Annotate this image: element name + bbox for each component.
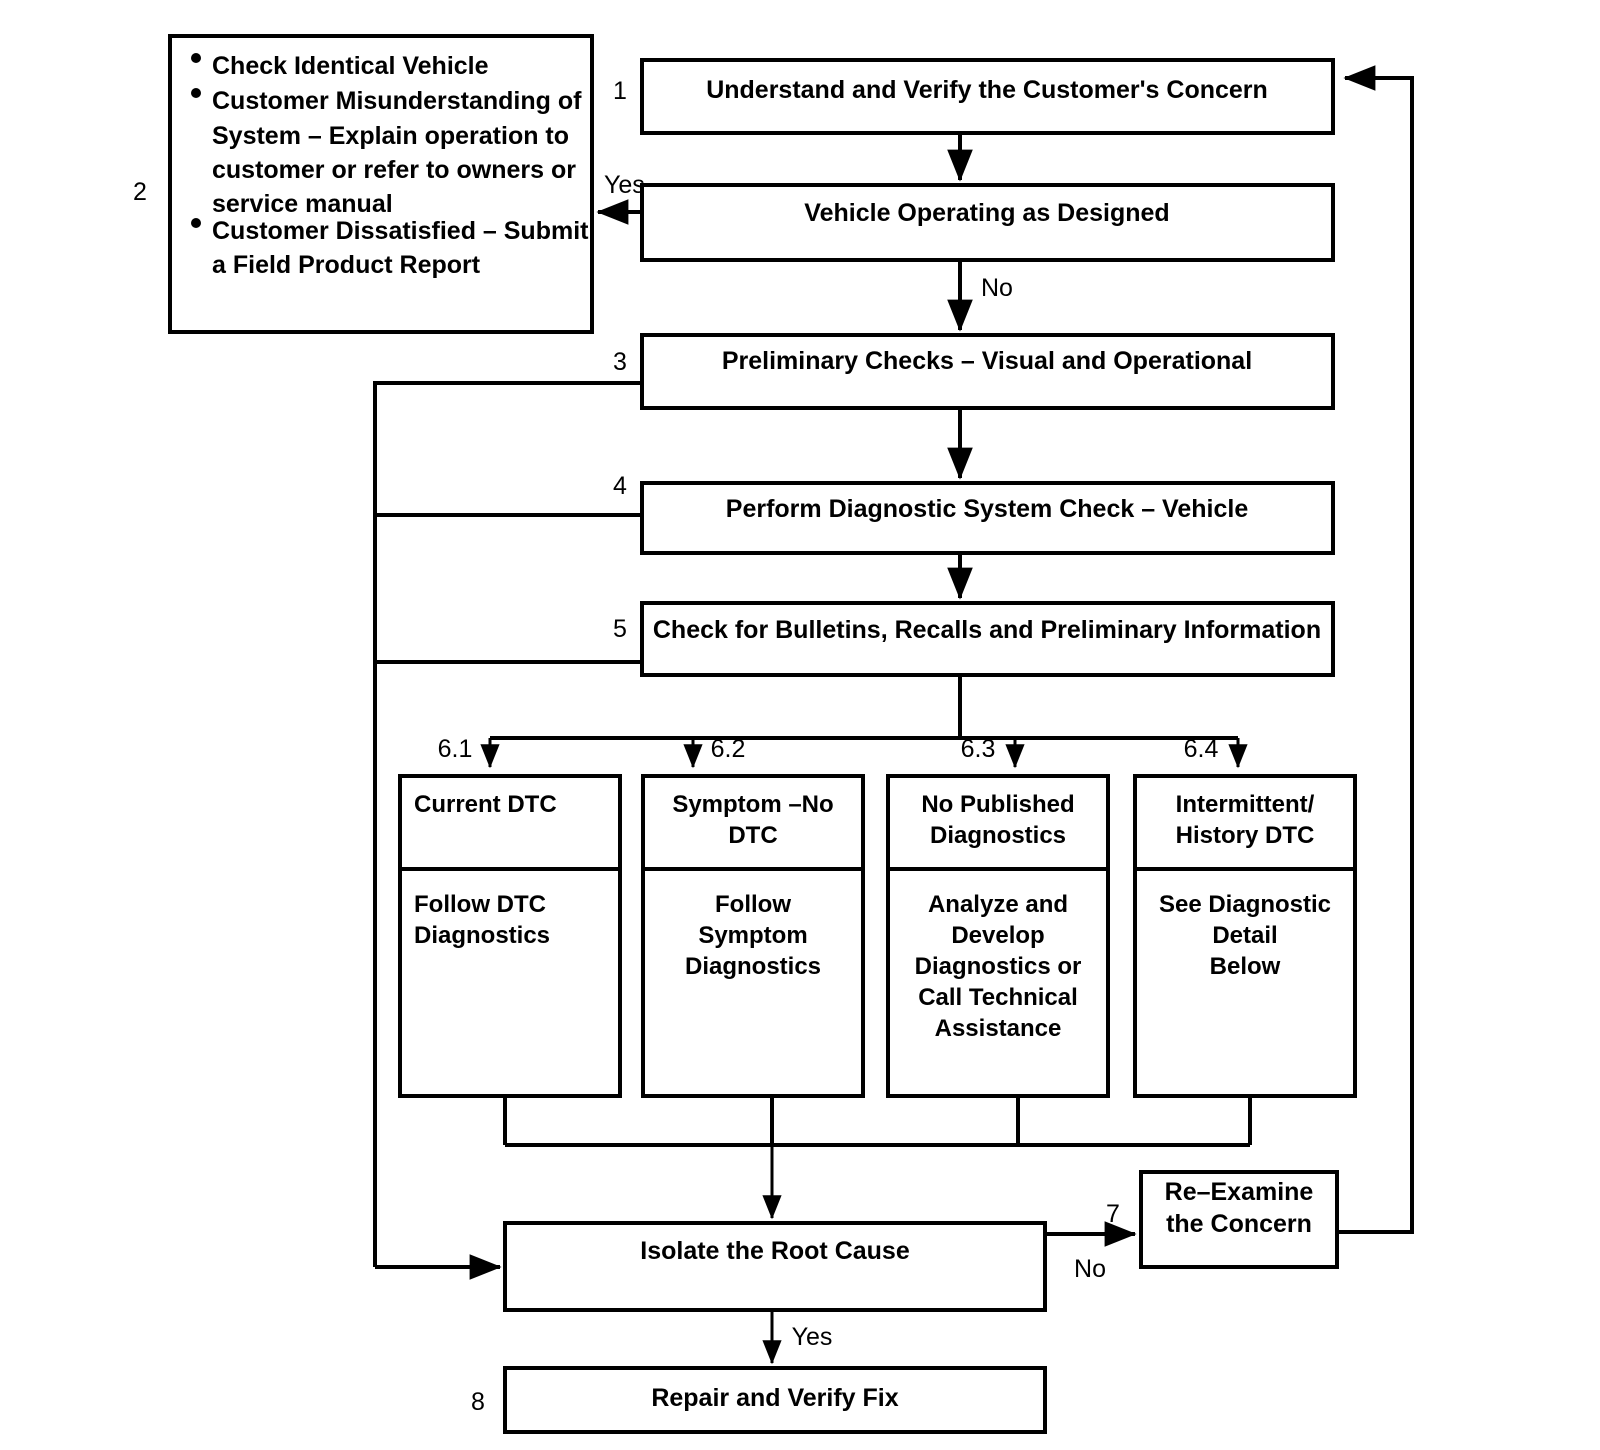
- branch-6-2-body-line: Diagnostics: [685, 953, 821, 980]
- edge-label-no-isolate: No: [1074, 1255, 1106, 1283]
- branch-6-3-body-line: Assistance: [935, 1015, 1062, 1042]
- step-7-number: 7: [1106, 1200, 1120, 1228]
- branch-6-1-number: 6.1: [438, 735, 473, 763]
- branch-6-1-title-line: Current DTC: [414, 791, 557, 818]
- branch-6-3-number: 6.3: [961, 735, 996, 763]
- note-bullet-line: Check Identical Vehicle: [212, 52, 489, 80]
- step-1-number: 1: [613, 77, 627, 105]
- edge-label-yes-isolate: Yes: [792, 1323, 833, 1351]
- branch-6-2-body-line: Symptom: [698, 922, 807, 949]
- branch-6-2-body-line: Follow: [715, 891, 791, 918]
- step-1-label: Understand and Verify the Customer's Con…: [706, 76, 1268, 104]
- note-box: [168, 34, 594, 334]
- step-5-number: 5: [613, 615, 627, 643]
- step-5-label: Check for Bulletins, Recalls and Prelimi…: [653, 616, 1321, 644]
- step-4-box: [640, 481, 1335, 555]
- branch-6-3-body-line: Develop: [951, 922, 1044, 949]
- isolate-root-cause-label: Isolate the Root Cause: [640, 1237, 910, 1265]
- note-bullet-line: customer or refer to owners or: [212, 156, 576, 184]
- step-8-number: 8: [471, 1388, 485, 1416]
- branch-6-3-body-line: Diagnostics or: [915, 953, 1082, 980]
- step-3-label: Preliminary Checks – Visual and Operatio…: [722, 347, 1252, 375]
- bullet-dot: [191, 53, 201, 63]
- branch-6-2-number: 6.2: [711, 735, 746, 763]
- repair-verify-fix-box: [503, 1366, 1047, 1434]
- note-bullet-line: Customer Dissatisfied – Submit: [212, 217, 589, 245]
- branch-6-2-box: [641, 774, 865, 1098]
- branch-6-3-title-line: No Published: [921, 791, 1074, 818]
- branch-6-3-box: [886, 774, 1110, 1098]
- branch-6-4-box: [1133, 774, 1357, 1098]
- branch-6-1-box: [398, 774, 622, 1098]
- branch-6-4-body-line: Below: [1210, 953, 1281, 980]
- re-examine-concern-line1: Re–Examine: [1165, 1178, 1314, 1206]
- repair-verify-fix-label: Repair and Verify Fix: [651, 1384, 898, 1412]
- isolate-root-cause-box: [503, 1221, 1047, 1312]
- branch-6-1-body-line: Diagnostics: [414, 922, 550, 949]
- branch-6-2-title-line: Symptom –No: [672, 791, 833, 818]
- edge-label-no-top: No: [981, 274, 1013, 302]
- decision-vehicle-operating-box: [640, 183, 1335, 262]
- edge-step-3-to-left-rail: [373, 381, 642, 1267]
- branch-6-4-title-line: History DTC: [1176, 822, 1315, 849]
- step-3-box: [640, 333, 1335, 410]
- step-4-label: Perform Diagnostic System Check – Vehicl…: [726, 495, 1249, 523]
- decision-vehicle-operating-label: Vehicle Operating as Designed: [804, 199, 1169, 227]
- edge-label-yes-top: Yes: [604, 171, 645, 199]
- branch-6-2-title-line: DTC: [728, 822, 777, 849]
- step-1-box: [640, 58, 1335, 135]
- note-bullet-line: Customer Misunderstanding of: [212, 87, 582, 115]
- edge-re-examine-to-step-1: [1337, 65, 1414, 1234]
- step-5-box: [640, 601, 1335, 677]
- branch-6-4-body-line: See Diagnostic: [1159, 891, 1331, 918]
- note-bullet-line: a Field Product Report: [212, 251, 481, 279]
- branch-6-3-title-line: Diagnostics: [930, 822, 1066, 849]
- branch-6-3-body-line: Analyze and: [928, 891, 1068, 918]
- branch-6-4-title-line: Intermittent/: [1176, 791, 1315, 818]
- branch-6-4-body-line: Detail: [1212, 922, 1277, 949]
- step-4-number: 4: [613, 472, 627, 500]
- note-box-number: 2: [133, 178, 147, 206]
- bullet-dot: [191, 88, 201, 98]
- re-examine-concern-line2: the Concern: [1166, 1210, 1312, 1238]
- re-examine-concern-box: [1139, 1170, 1339, 1269]
- branch-6-1-body-line: Follow DTC: [414, 891, 546, 918]
- note-bullet-line: System – Explain operation to: [212, 122, 569, 150]
- branch-6-4-number: 6.4: [1184, 735, 1219, 763]
- branch-6-3-body-line: Call Technical: [918, 984, 1078, 1011]
- step-3-number: 3: [613, 348, 627, 376]
- note-bullet-line: service manual: [212, 190, 393, 218]
- bullet-dot: [191, 218, 201, 228]
